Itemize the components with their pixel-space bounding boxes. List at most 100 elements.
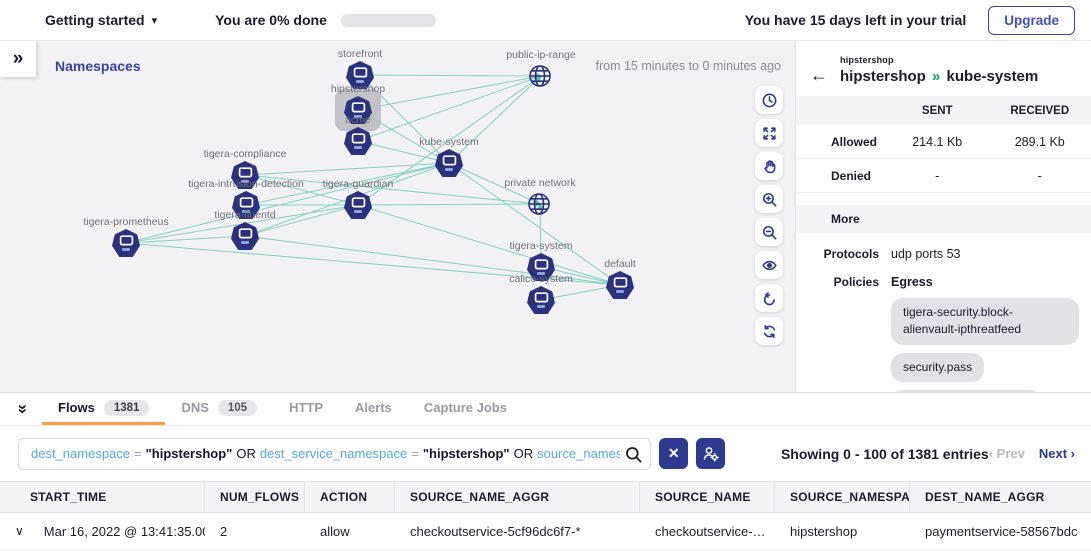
eye-icon	[761, 257, 778, 274]
globe-icon	[526, 191, 554, 222]
service-graph-panel: » Namespaces from 15 minutes to 0 minute…	[0, 41, 795, 392]
tab-count-badge: 105	[218, 400, 257, 416]
graph-node-default[interactable]: default	[606, 271, 634, 299]
column-header-num_flows[interactable]: NUM_FLOWS	[205, 482, 305, 512]
policy-pill: platform.allow-kube-dns	[891, 390, 1042, 392]
graph-node-tigera-guardian[interactable]: tigera-guardian	[344, 191, 372, 219]
graph-node-label: tigera-system	[509, 240, 572, 252]
table-cell: 2	[220, 524, 227, 539]
column-header-dest_name_aggr[interactable]: DEST_NAME_AGGR	[910, 482, 1091, 512]
details-title-dest: kube-system	[947, 68, 1039, 85]
stats-row-allowed: Allowed 214.1 Kb 289.1 Kb	[796, 125, 1091, 159]
protocols-label: Protocols	[808, 247, 879, 261]
namespace-icon	[344, 191, 372, 219]
fit-screen-button[interactable]	[755, 119, 783, 147]
column-header-action[interactable]: ACTION	[305, 482, 395, 512]
graph-node-kube-system[interactable]: kube-system	[435, 149, 463, 177]
graph-node-label: tigera-compliance	[204, 148, 287, 160]
details-title: hipstershop » kube-system	[840, 68, 1038, 85]
graph-node-tigera-fluentd[interactable]: tigera-fluentd	[231, 222, 259, 250]
graph-node-acme[interactable]: acme	[344, 127, 372, 155]
prev-page-button[interactable]: ‹ Prev	[989, 446, 1025, 461]
graph-node-tigera-prometheus[interactable]: tigera-prometheus	[112, 229, 140, 257]
graph-node-label: tigera-prometheus	[83, 216, 168, 228]
upgrade-button[interactable]: Upgrade	[988, 6, 1075, 35]
clock-button[interactable]	[755, 86, 783, 114]
stats-col-received: RECEIVED	[989, 105, 1091, 117]
user-filter-settings-button[interactable]	[696, 438, 725, 469]
tab-flows[interactable]: Flows1381	[42, 393, 165, 425]
row-expand-icon[interactable]: ∨	[15, 524, 24, 538]
expand-sidebar-button[interactable]: »	[0, 41, 36, 77]
refresh-icon	[761, 323, 778, 340]
trial-countdown-text: You have 15 days left in your trial	[745, 12, 966, 28]
getting-started-menu[interactable]: Getting started	[45, 12, 145, 28]
tab-capture-jobs[interactable]: Capture Jobs	[408, 393, 523, 425]
denied-sent-value: -	[886, 169, 989, 183]
chevron-down-icon[interactable]: ▾	[152, 14, 158, 27]
refresh-button[interactable]	[755, 317, 783, 345]
eye-button[interactable]	[755, 251, 783, 279]
graph-node-label: tigera-intrusion-detection	[188, 178, 304, 190]
namespace-icon	[112, 229, 140, 257]
progress-bar	[341, 14, 436, 27]
more-section-header: More	[796, 205, 1091, 233]
graph-node-label: tigera-guardian	[323, 178, 394, 190]
tab-http[interactable]: HTTP	[273, 393, 339, 425]
policy-pill: tigera-security.block-alienvault-ipthrea…	[891, 298, 1079, 345]
fit-screen-icon	[761, 125, 778, 142]
graph-node-label: private network	[504, 177, 575, 189]
allowed-sent-value: 214.1 Kb	[886, 135, 989, 149]
tab-dns[interactable]: DNS105	[165, 393, 273, 425]
zoom-out-icon	[761, 224, 778, 241]
graph-node-private-network[interactable]: private network	[526, 190, 554, 218]
column-header-source_name_aggr[interactable]: SOURCE_NAME_AGGR	[395, 482, 640, 512]
graph-node-public-ip-range[interactable]: public-ip-range	[527, 62, 555, 90]
table-cell: paymentservice-58567bdc	[925, 524, 1077, 539]
graph-node-label: acme	[345, 114, 371, 126]
namespace-icon	[606, 271, 634, 299]
tab-bar: » Flows1381DNS105HTTPAlertsCapture Jobs	[0, 393, 1091, 426]
table-cell: Mar 16, 2022 @ 13:41:35.000	[44, 524, 205, 539]
query-token-value: "hipstershop"	[146, 446, 233, 461]
graph-toolbar	[755, 86, 783, 345]
flow-direction-icon: »	[930, 68, 942, 85]
table-cell: checkoutservice-5cf96dc6f7-*	[410, 524, 581, 539]
flows-table-header: START_TIMENUM_FLOWSACTIONSOURCE_NAME_AGG…	[0, 481, 1091, 513]
pan-hand-button[interactable]	[755, 152, 783, 180]
details-context-label: hipstershop	[840, 55, 1038, 65]
undo-icon	[761, 290, 778, 307]
next-page-button[interactable]: Next ›	[1039, 446, 1075, 461]
graph-node-label: tigera-fluentd	[214, 209, 275, 221]
globe-icon	[527, 63, 555, 94]
showing-entries-text: Showing 0 - 100 of 1381 entries	[781, 446, 989, 462]
clock-icon	[761, 92, 778, 109]
stats-row-denied: Denied - -	[796, 159, 1091, 193]
zoom-in-button[interactable]	[755, 185, 783, 213]
column-header-source_name[interactable]: SOURCE_NAME	[640, 482, 775, 512]
query-token-field: dest_service_namespace	[260, 446, 407, 461]
undo-button[interactable]	[755, 284, 783, 312]
pan-hand-icon	[761, 158, 778, 175]
zoom-out-button[interactable]	[755, 218, 783, 246]
graph-node-calico-system[interactable]: calico-system	[527, 286, 555, 314]
policy-pill: security.pass	[891, 353, 984, 382]
graph-node-label: public-ip-range	[506, 49, 575, 61]
filter-query-input[interactable]: dest_namespace="hipstershop"ORdest_servi…	[18, 438, 651, 470]
column-header-source_namespace[interactable]: SOURCE_NAMESPACE	[775, 482, 910, 512]
back-arrow-icon[interactable]: ←	[810, 65, 828, 86]
stats-col-sent: SENT	[886, 105, 989, 117]
tab-alerts[interactable]: Alerts	[339, 393, 408, 425]
table-cell: hipstershop	[790, 524, 857, 539]
policies-label: Policies	[808, 275, 879, 392]
table-row: ∨ Mar 16, 2022 @ 13:41:35.000 2 allow checko…	[0, 513, 1091, 550]
column-header-start_time[interactable]: START_TIME	[0, 482, 205, 512]
search-icon[interactable]	[624, 445, 643, 469]
clear-filter-button[interactable]: ✕	[659, 438, 688, 469]
collapse-panel-icon[interactable]: »	[13, 398, 33, 420]
table-cell: allow	[320, 524, 350, 539]
graph-title: Namespaces	[55, 58, 141, 74]
graph-node-label: default	[604, 258, 636, 270]
query-token-operator: =	[134, 446, 142, 461]
